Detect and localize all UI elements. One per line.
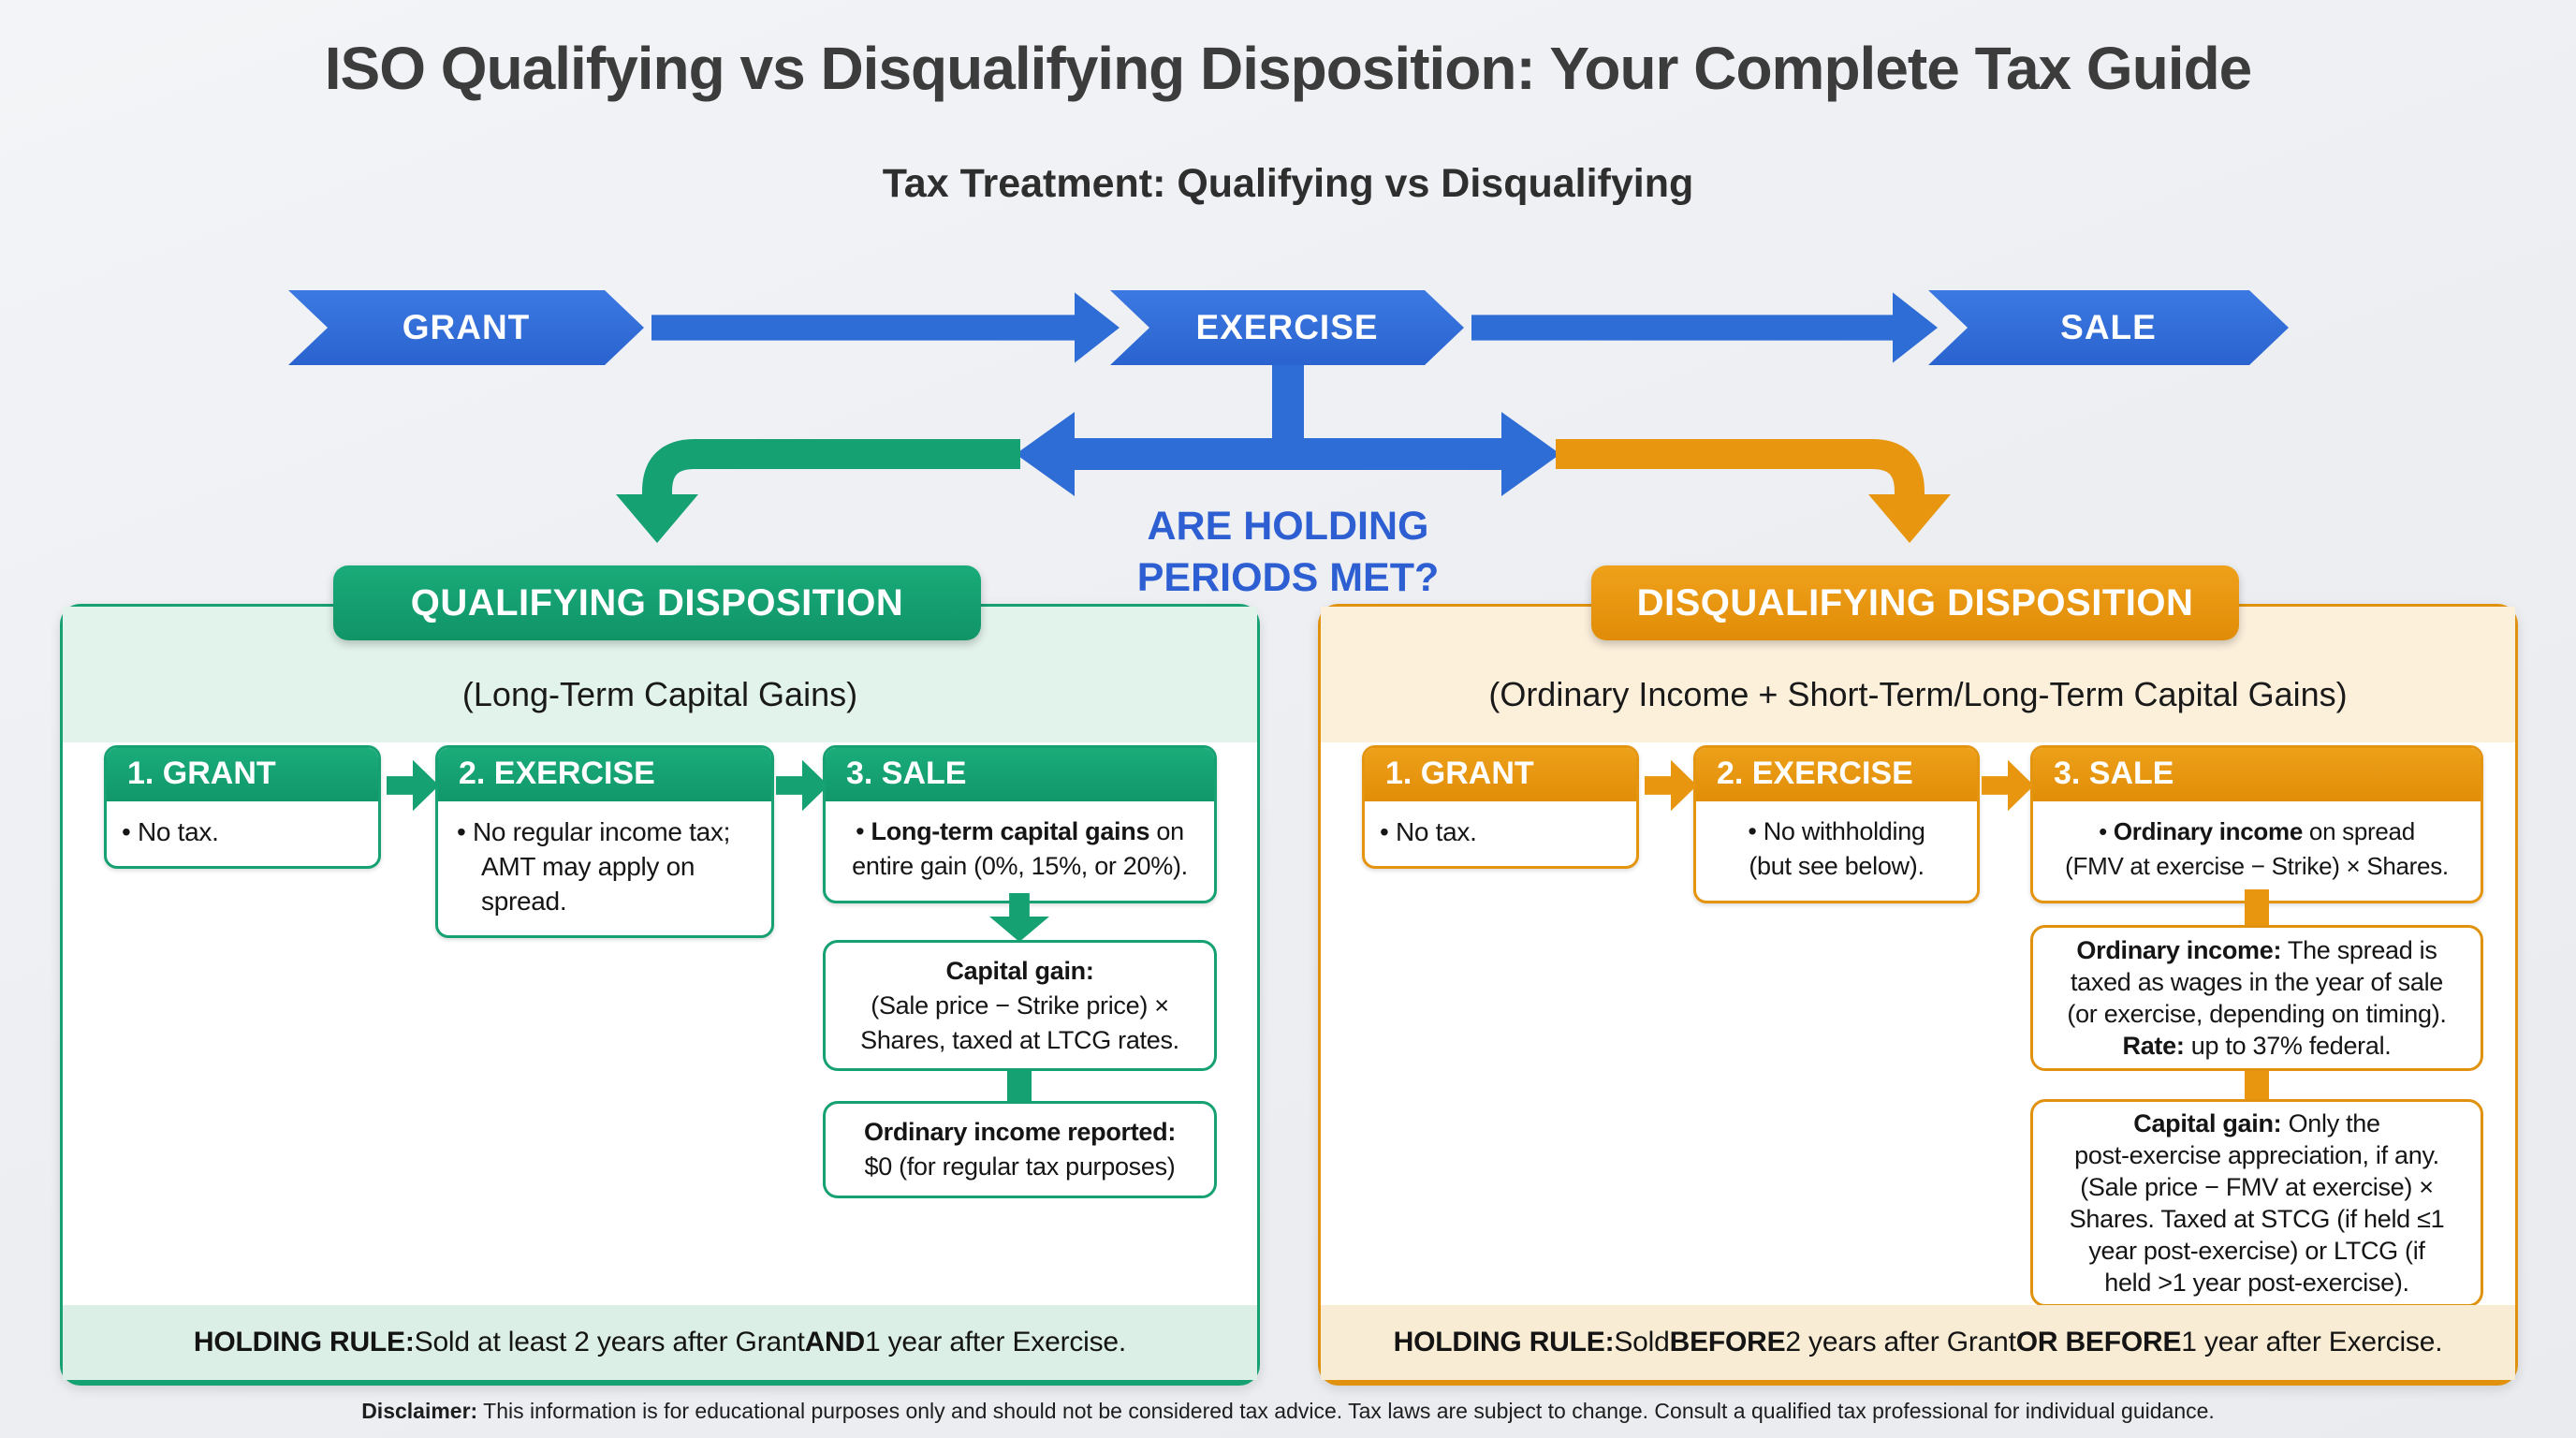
qualifying-step-exercise-title: 2. EXERCISE xyxy=(438,748,771,801)
disqualifying-holding-rule: HOLDING RULE: Sold BEFORE 2 years after … xyxy=(1321,1305,2515,1380)
disqualifying-step-exercise: 2. EXERCISE • No withholding(but see bel… xyxy=(1693,745,1980,903)
timeline-step-sale: SALE xyxy=(1928,290,2289,365)
branch-right-arrow-icon xyxy=(1501,412,1560,496)
page-subtitle: Tax Treatment: Qualifying vs Disqualifyi… xyxy=(882,161,1694,206)
timeline-step-sale-label: SALE xyxy=(2060,308,2157,346)
timeline-step-exercise: EXERCISE xyxy=(1110,290,1464,365)
qualifying-branch-elbow xyxy=(642,439,1020,496)
branch-shaft xyxy=(1067,438,1509,470)
disqualifying-branch-elbow xyxy=(1556,439,1925,496)
disclaimer: Disclaimer: This information is for educ… xyxy=(361,1399,2215,1423)
disqualifying-step-grant-body: • No tax. xyxy=(1380,817,1477,846)
disqualifying-step-sale-body: • Ordinary income on spread(FMV at exerc… xyxy=(2065,817,2449,880)
qualifying-step-sale-title: 3. SALE xyxy=(826,748,1214,801)
qualifying-capital-gain-box: Capital gain:(Sale price − Strike price)… xyxy=(823,940,1217,1071)
holding-question: ARE HOLDING PERIODS MET? xyxy=(960,501,1616,604)
qualifying-ordinary-income-box: Ordinary income reported:$0 (for regular… xyxy=(823,1101,1217,1198)
qualifying-step-exercise: 2. EXERCISE • No regular income tax; AMT… xyxy=(435,745,774,938)
qualifying-step-grant: 1. GRANT • No tax. xyxy=(104,745,381,869)
qualifying-connector xyxy=(1007,1069,1032,1101)
timeline-step-grant-label: GRANT xyxy=(402,308,531,346)
disqualifying-step-grant: 1. GRANT • No tax. xyxy=(1362,745,1639,869)
holding-question-line2: PERIODS MET? xyxy=(1136,555,1440,600)
disqualifying-header: DISQUALIFYING DISPOSITION xyxy=(1591,565,2239,640)
disqualifying-connector-2 xyxy=(2245,1071,2269,1099)
qualifying-holding-rule: HOLDING RULE: Sold at least 2 years afte… xyxy=(63,1305,1257,1380)
timeline-step-exercise-label: EXERCISE xyxy=(1195,308,1379,346)
qualifying-step-grant-body: • No tax. xyxy=(122,817,219,846)
disqualifying-step-sale-title: 3. SALE xyxy=(2033,748,2481,801)
disqualifying-step-grant-title: 1. GRANT xyxy=(1365,748,1636,801)
timeline-step-grant: GRANT xyxy=(288,290,644,365)
disqualifying-step-arrow-2-icon xyxy=(1982,759,2034,812)
disqualifying-connector-1 xyxy=(2245,889,2269,925)
disqualifying-subtitle: (Ordinary Income + Short-Term/Long-Term … xyxy=(1321,607,2515,742)
qualifying-step-arrow-1-icon xyxy=(387,759,439,812)
qualifying-branch-arrow-icon xyxy=(616,494,698,543)
disqualifying-step-exercise-title: 2. EXERCISE xyxy=(1696,748,1977,801)
disqualifying-panel: (Ordinary Income + Short-Term/Long-Term … xyxy=(1318,604,2518,1386)
timeline-arrow-grant-to-exercise-icon xyxy=(651,290,1120,365)
timeline-arrow-exercise-to-sale-icon xyxy=(1471,290,1938,365)
branch-left-arrow-icon xyxy=(1016,412,1075,496)
disqualifying-branch-arrow-icon xyxy=(1868,494,1951,543)
branch-connector-arrows xyxy=(616,365,1951,543)
qualifying-step-arrow-2-icon xyxy=(776,759,828,812)
page-title: ISO Qualifying vs Disqualifying Disposit… xyxy=(324,35,2253,102)
qualifying-header: QUALIFYING DISPOSITION xyxy=(333,565,981,640)
qualifying-step-grant-title: 1. GRANT xyxy=(107,748,378,801)
qualifying-panel: (Long-Term Capital Gains) 1. GRANT • No … xyxy=(60,604,1260,1386)
holding-question-line1: ARE HOLDING xyxy=(1147,504,1429,549)
disqualifying-step-sale: 3. SALE • Ordinary income on spread(FMV … xyxy=(2030,745,2483,903)
disqualifying-step-arrow-1-icon xyxy=(1645,759,1697,812)
disqualifying-step-exercise-body: • No withholding(but see below). xyxy=(1748,817,1925,880)
qualifying-step-exercise-body: • No regular income tax; AMT may apply o… xyxy=(457,817,731,916)
